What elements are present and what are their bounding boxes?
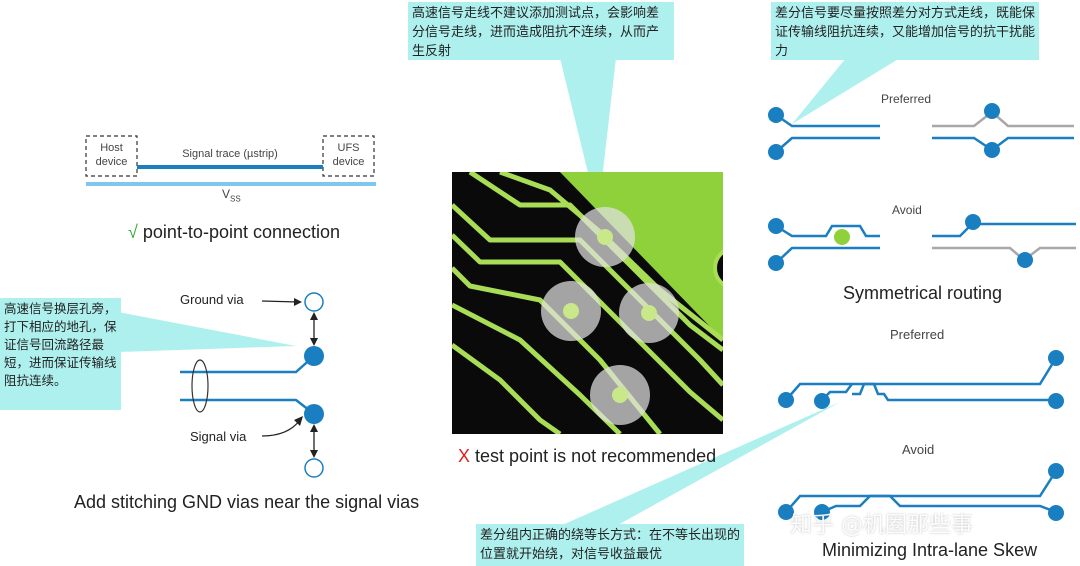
callout-stitching: 高速信号换层孔旁，打下相应的地孔，保证信号回流路径最短，进而保证传输线阻抗连续。 [0,298,121,410]
symmetric-preferred-right [932,103,1074,158]
check-mark-icon: √ [128,222,138,242]
callout-test-point: 高速信号走线不建议添加测试点，会影响差分信号走线，进而造成阻抗不连续，从而产生反… [408,2,674,60]
arrow-head [310,450,318,458]
diff-pair-ellipse [191,359,209,413]
host-device-box [85,135,138,177]
callout-skew-pointer [560,402,840,526]
pcb-copper-pour-edge [560,172,723,340]
callout-skew-text: 差分组内正确的绕等长方式：在不等长出现的位置就开始绕，对信号收益最优 [480,528,741,562]
pcb-via-edge [713,249,723,287]
pcb-trace [452,342,562,434]
ufs-label-line1: UFS [337,142,360,154]
watermark: 知乎 @机圈那些事 [790,513,973,538]
p2p-caption-text: point-to-point connection [142,222,341,242]
signal-via-bottom [304,404,324,424]
symmetric-avoid-label: Avoid [892,203,922,217]
via-dot [1048,463,1064,479]
vss-label: VSS [222,187,241,203]
via-dot [778,392,794,408]
via-dot [965,214,981,230]
callout-differential-text: 差分信号要尽量按照差分对方式走线，既能保证传输线阻抗连续，又能增加信号的抗干扰能… [775,6,1036,59]
via-dot [814,504,830,520]
test-point-pad [612,387,628,403]
skew-avoid [778,463,1064,521]
test-point-pad [563,303,579,319]
callout-differential-pointer [792,58,900,124]
signal-via-top [304,346,324,366]
via-dot [1048,350,1064,366]
ufs-label-line2: device [332,156,365,168]
via-dot [984,103,1000,119]
host-device-label: Host device [86,141,137,169]
skew-caption: Minimizing Intra-lane Skew [822,540,1038,560]
arrow-head [294,298,302,306]
pcb-image [452,172,723,434]
signal-via-label: Signal via [190,429,247,444]
test-point-pad [597,229,613,245]
via-dot [984,142,1000,158]
ufs-device-box [322,135,375,177]
signal-via-pointer [261,419,301,437]
via-dot [1048,505,1064,521]
callout-stitching-pointer [118,312,296,352]
ground-via-bottom [304,458,324,478]
callout-differential: 差分信号要尽量按照差分对方式走线，既能保证传输线阻抗连续，又能增加信号的抗干扰能… [771,2,1039,60]
test-point-caption: X test point is not recommended [458,446,716,467]
stitching-caption: Add stitching GND vias near the signal v… [74,492,420,512]
p2p-diagram [85,135,376,186]
ufs-device-label: UFS device [323,141,374,169]
stitching-diagram [180,292,324,478]
via-dot [778,504,794,520]
arrow-head [310,424,318,432]
skew-preferred-label: Preferred [890,327,945,342]
via-dot [1017,252,1033,268]
callout-skew: 差分组内正确的绕等长方式：在不等长出现的位置就开始绕，对信号收益最优 [476,524,744,566]
skew-preferred [778,350,1064,409]
pcb-trace [452,203,723,387]
skew-avoid-label: Avoid [902,442,935,457]
x-mark-icon: X [458,446,471,466]
arrow-head [294,416,303,426]
symmetric-preferred-left [768,107,880,160]
via-dot [768,144,784,160]
p2p-caption: √ point-to-point connection [128,222,340,243]
symmetric-preferred-label: Preferred [881,92,932,106]
via-dot [814,393,830,409]
arrow-head [310,338,318,346]
symmetric-avoid-right [932,214,1076,268]
callout-stitching-text: 高速信号换层孔旁，打下相应的地孔，保证信号回流路径最短，进而保证传输线阻抗连续。 [4,301,117,388]
obstacle-dot [834,229,850,245]
vss-label-main: V [222,187,231,201]
host-label-line1: Host [100,142,123,154]
ground-via-label: Ground via [180,292,244,307]
test-point-pad [641,305,657,321]
symmetric-caption: Symmetrical routing [843,283,1003,303]
via-dot [1048,393,1064,409]
signal-trace-upper [180,355,315,374]
via-dot [768,107,784,123]
host-label-line2: device [95,156,128,168]
test-point-caption-text: test point is not recommended [475,446,717,466]
callout-test-point-text: 高速信号走线不建议添加测试点，会影响差分信号走线，进而造成阻抗不连续，从而产生反… [412,6,660,59]
arrow-head [310,312,318,320]
via-dot [768,255,784,271]
ground-via-pointer [261,300,299,303]
signal-trace-label: Signal trace (µstrip) [182,148,278,160]
symmetric-avoid-left [768,218,880,271]
ground-via-top [304,292,324,312]
via-dot [768,218,784,234]
vss-label-sub: SS [230,194,241,204]
